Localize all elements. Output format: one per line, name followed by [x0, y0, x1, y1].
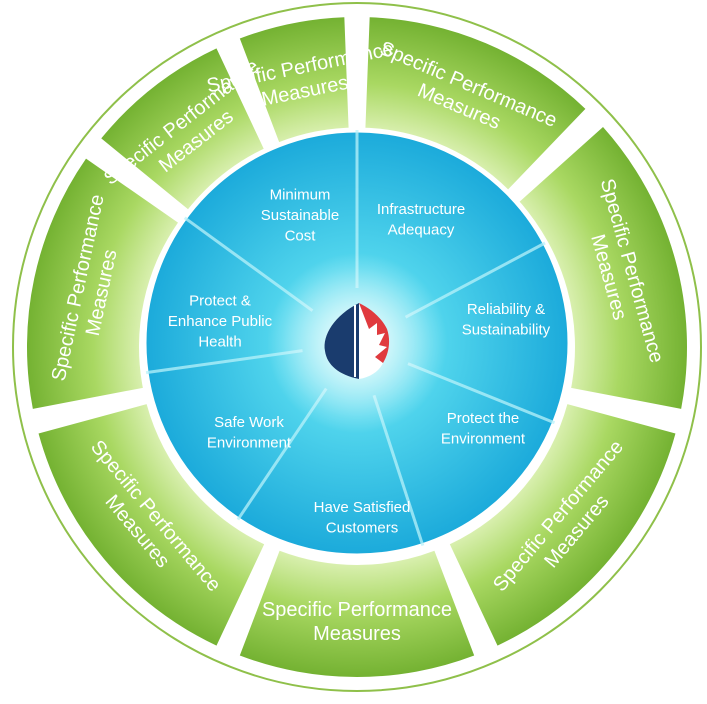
outer-border-circle [12, 2, 702, 692]
flame-maple-leaf-icon [324, 303, 390, 379]
outer-segment [239, 550, 475, 677]
outer-segment [449, 404, 676, 646]
outer-segment [519, 127, 687, 409]
inner-segment-label: Reliability &Sustainability [462, 301, 551, 339]
outer-segment [365, 17, 586, 190]
outer-ring [27, 17, 687, 677]
outer-segment [101, 48, 265, 210]
outer-segment [38, 404, 265, 646]
outer-segment [27, 158, 178, 409]
outer-segment [239, 17, 349, 144]
